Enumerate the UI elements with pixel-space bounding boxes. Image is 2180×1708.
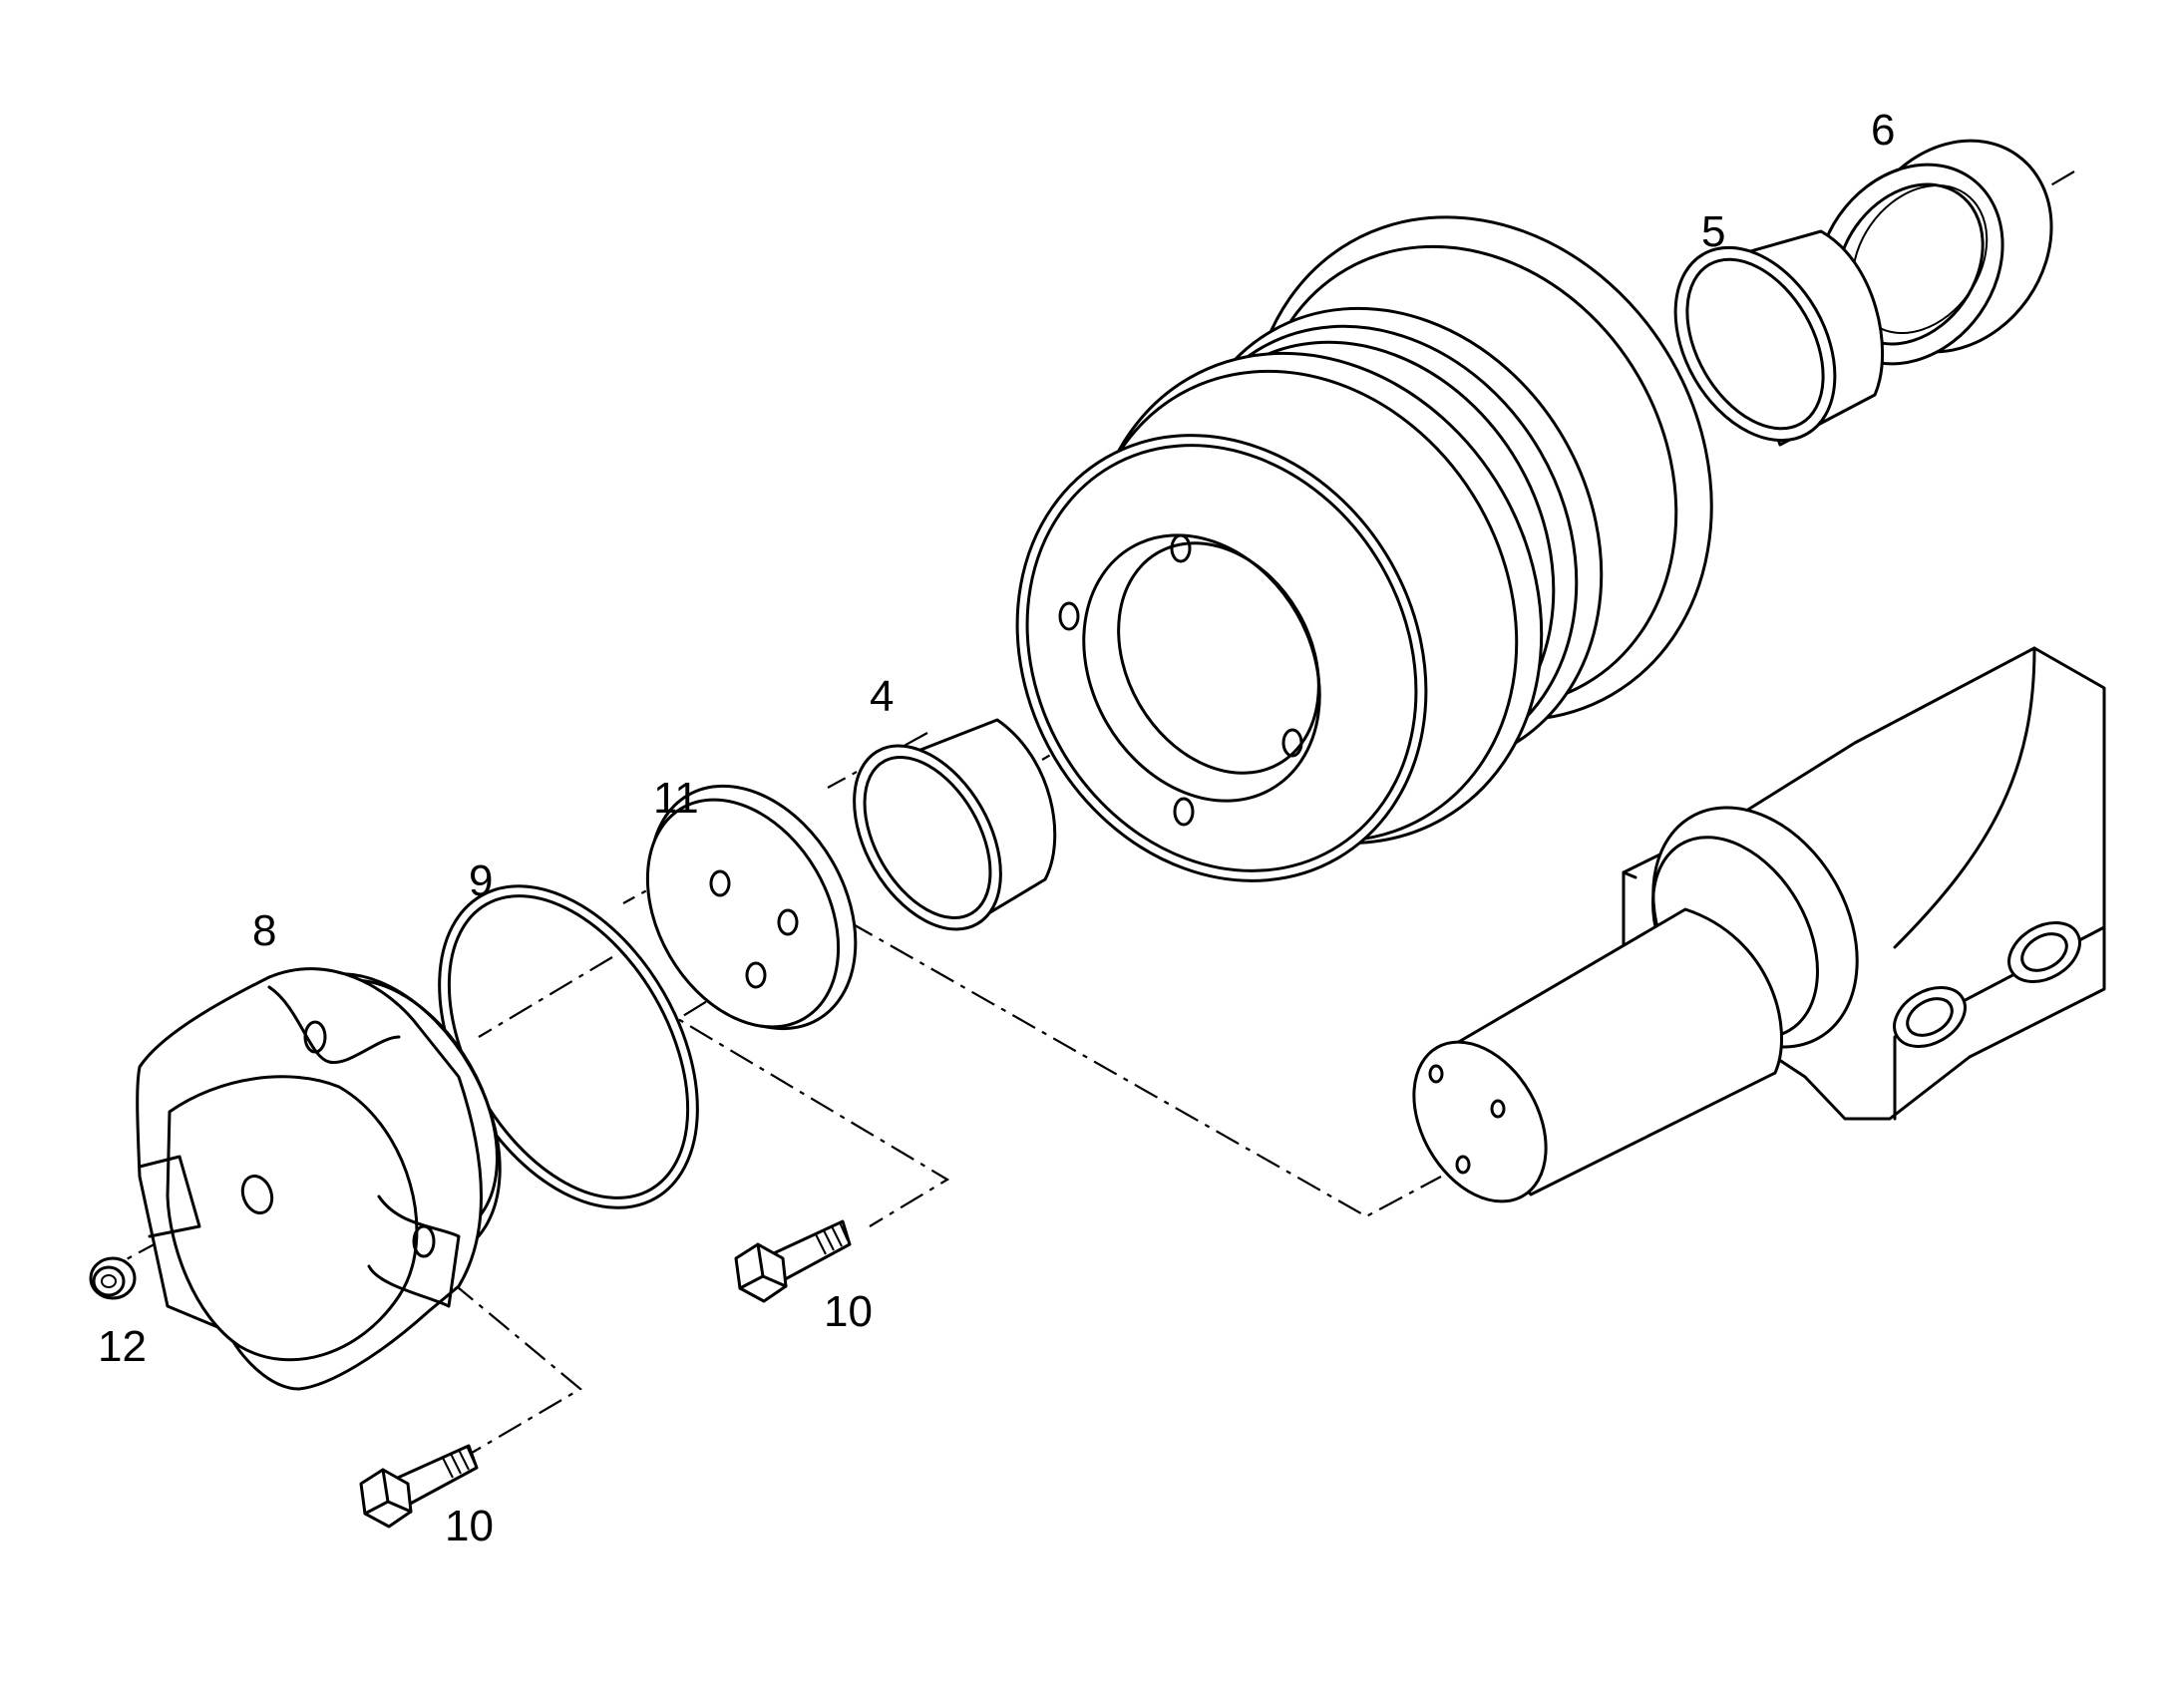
callout-part-6: 6 <box>1871 106 1895 155</box>
part-5-bushing <box>1673 229 1885 447</box>
part-8-hub <box>136 967 502 1391</box>
part-4-bushing <box>853 718 1057 931</box>
callout-labels: 4 5 6 8 9 10 10 11 12 <box>98 106 1895 1550</box>
part-12-plug <box>89 1256 137 1300</box>
callout-part-12: 12 <box>98 1322 147 1371</box>
callout-part-8: 8 <box>252 906 276 955</box>
track-roller-wheel <box>1015 215 1713 882</box>
part-10-bolt-upper <box>734 1219 852 1303</box>
part-11-plate <box>645 784 858 1031</box>
roller-shaft-with-bracket <box>1412 646 2106 1203</box>
callout-part-5: 5 <box>1701 207 1725 256</box>
callout-part-10-upper: 10 <box>824 1287 873 1336</box>
callout-part-11: 11 <box>653 774 699 823</box>
part-10-bolt-lower <box>359 1444 479 1529</box>
callout-part-10-lower: 10 <box>445 1502 494 1550</box>
callout-part-4: 4 <box>870 672 894 721</box>
callout-part-9: 9 <box>469 856 493 905</box>
